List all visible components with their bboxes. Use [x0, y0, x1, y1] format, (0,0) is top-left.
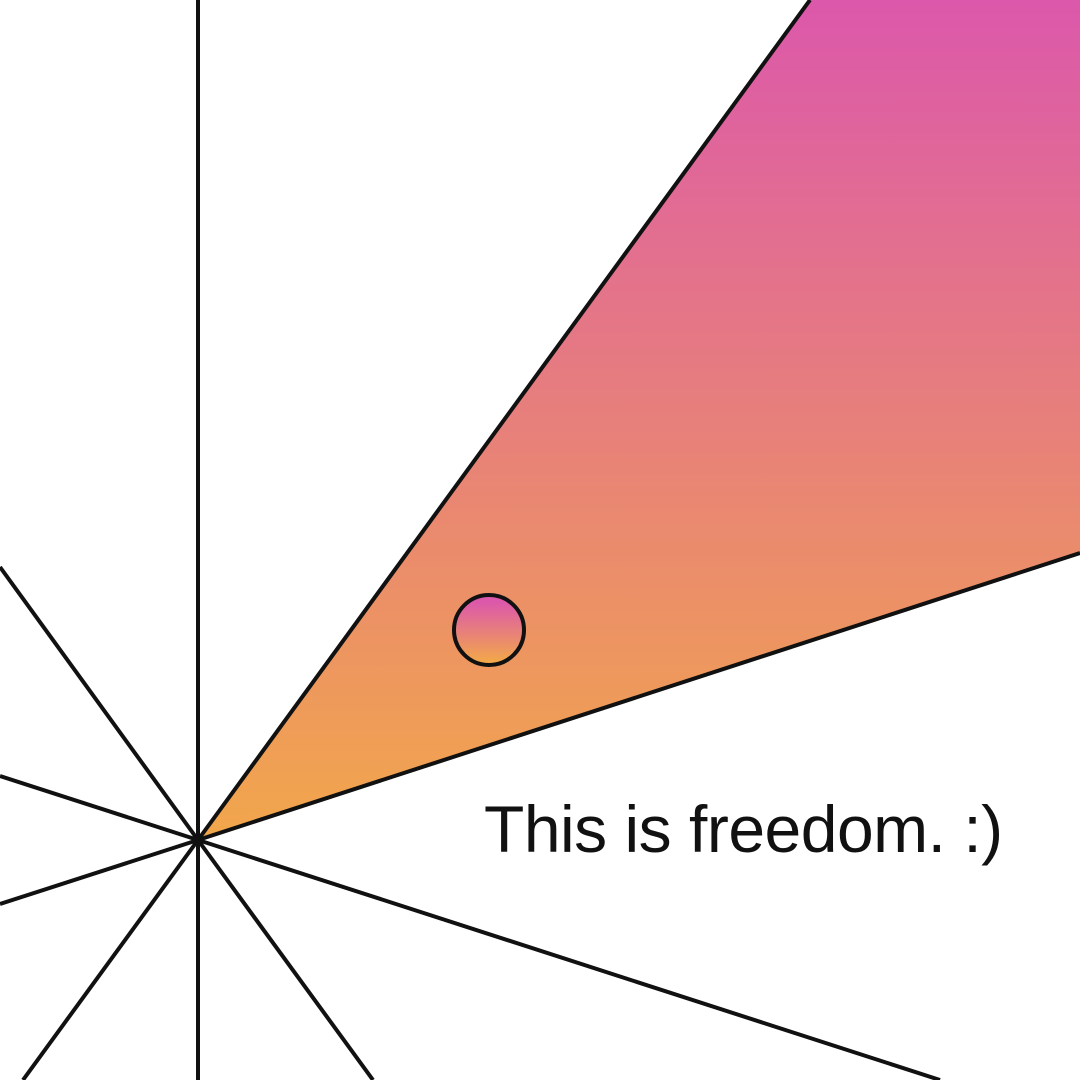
ray-down-left [21, 838, 200, 1080]
ray-upper-right [196, 0, 812, 842]
ray-down-right [196, 838, 375, 1080]
ray-lower-right [197, 838, 941, 1080]
gradient-dot [452, 593, 526, 667]
caption-text: This is freedom. :) [484, 792, 1003, 866]
ray-upper-left [0, 565, 200, 842]
ray-lower-left [0, 838, 199, 906]
ray-right [197, 551, 1080, 842]
gradient-wedge [198, 0, 1080, 840]
ray-left [0, 774, 199, 842]
